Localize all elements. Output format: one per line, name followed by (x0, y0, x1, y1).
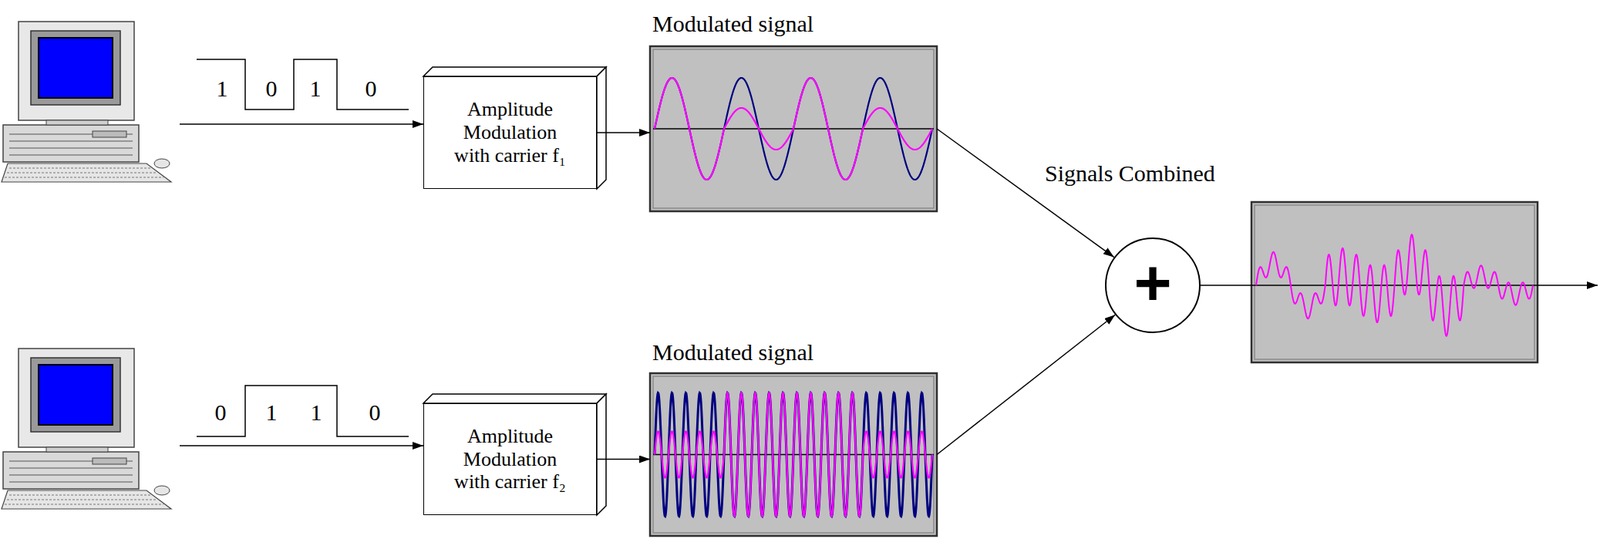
bit-value: 1 (309, 75, 322, 102)
scope-bevel (653, 376, 934, 533)
bit-value: 0 (365, 75, 378, 102)
plus-sign: + (1133, 250, 1172, 316)
box-top-face (423, 67, 607, 77)
modulator-box: Amplitude Modulation with carrier f₁ (423, 76, 597, 189)
modulator-box: Amplitude Modulation with carrier f₂ (423, 403, 597, 516)
panel-heading: Modulated signal (650, 339, 816, 366)
connector (596, 458, 651, 461)
bit-value: 0 (369, 399, 381, 425)
bit-slot: 1 (309, 75, 322, 102)
bit-value: 1 (216, 75, 229, 102)
bit-slot: 0 (215, 399, 227, 425)
scope-bevel (1254, 205, 1535, 360)
carrier-wave (654, 77, 933, 180)
bit-value: 1 (266, 399, 278, 425)
box-label: Amplitude Modulation with carrier f₂ (446, 424, 574, 495)
bit-slot: 0 (365, 75, 378, 102)
signal-panel: Modulated signal (650, 373, 937, 536)
combined-wave (1256, 234, 1533, 336)
signal-panel: Modulated signal (650, 46, 937, 212)
box-side-face (596, 67, 607, 189)
modulated-wave (654, 77, 933, 180)
computer-icon (1, 348, 172, 509)
bit-slot: 0 (266, 75, 278, 102)
scope-panel (650, 373, 937, 536)
bit-waveform (196, 385, 409, 437)
modulated-wave (654, 393, 933, 517)
scope-panel (1251, 202, 1538, 363)
bit-waveform (196, 59, 409, 110)
panel-heading: Modulated signal (650, 10, 816, 38)
box-top-face (423, 394, 607, 404)
scope-panel (650, 46, 937, 212)
input-line (179, 123, 424, 125)
bit-value: 0 (266, 75, 278, 102)
bit-slot: 1 (266, 399, 278, 425)
scope-bevel (653, 49, 934, 209)
box-side-face (596, 394, 607, 516)
bit-slot: 0 (369, 399, 381, 425)
signal-panel: Signals Combined (1251, 202, 1538, 363)
connector (596, 131, 651, 134)
connector (936, 314, 1115, 455)
connector (936, 128, 1115, 258)
panel-heading: Signals Combined (1042, 160, 1218, 187)
connector (1200, 284, 1252, 287)
output-line (1251, 284, 1598, 287)
bit-slot: 1 (216, 75, 229, 102)
bit-slot: 1 (310, 399, 323, 425)
carrier-wave (654, 393, 933, 517)
bit-value: 0 (215, 399, 227, 425)
box-label: Amplitude Modulation with carrier f₁ (446, 97, 574, 168)
computer-icon (1, 21, 172, 182)
input-line (179, 444, 424, 447)
bit-value: 1 (310, 399, 323, 425)
summing-junction: + (1104, 237, 1201, 334)
